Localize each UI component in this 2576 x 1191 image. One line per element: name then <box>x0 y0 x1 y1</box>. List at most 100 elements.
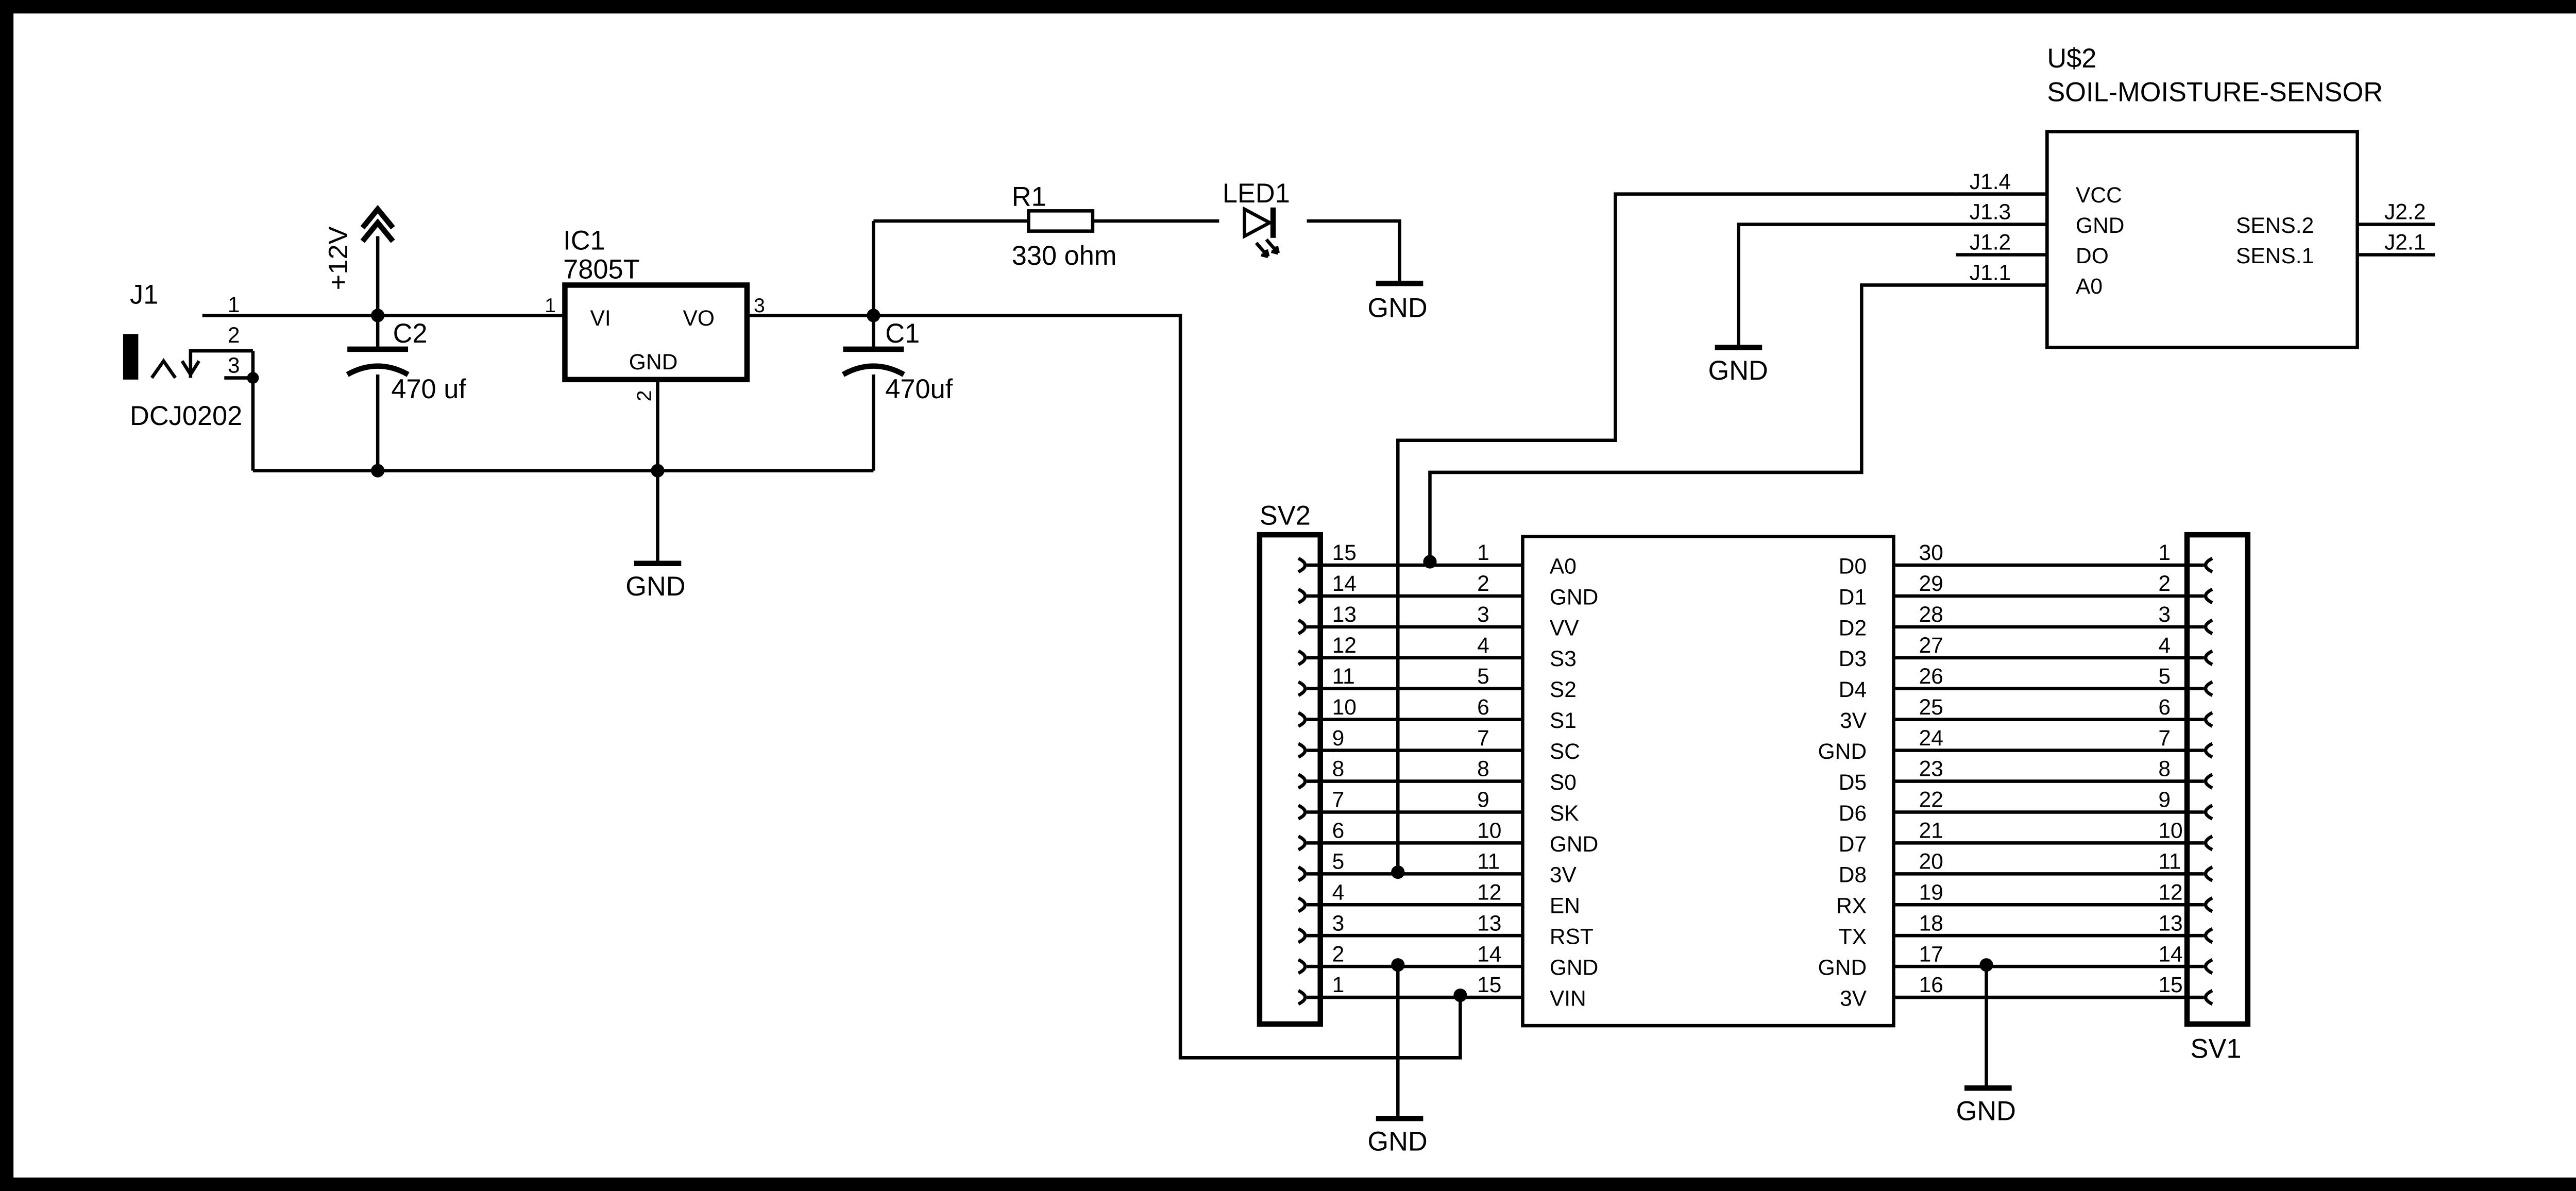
mcu-left-pin-name: VIN <box>1550 986 1586 1011</box>
sv2-pin-notch <box>1297 557 1307 574</box>
mcu-right-pin-number: 26 <box>1919 664 1943 689</box>
sv1-pin-number: 11 <box>2158 849 2181 874</box>
sv1-pin-notch <box>2204 649 2213 666</box>
sv1-pin-number: 7 <box>2158 726 2171 751</box>
gnd-label-regulator: GND <box>625 572 685 602</box>
mcu-left-pin-number: 13 <box>1477 911 1501 935</box>
u2-ref: U$2 <box>2047 44 2096 74</box>
j1-jack-body <box>123 334 139 380</box>
mcu-left-pin-name: SC <box>1550 739 1580 764</box>
mcu-right-pin-name: D7 <box>1839 832 1867 857</box>
sv1-pin-notch <box>2204 896 2213 913</box>
mcu-right-pin-name: D3 <box>1839 646 1867 671</box>
sv1-pin-number: 6 <box>2158 695 2171 720</box>
mcu-left-pin-name: 3V <box>1550 863 1577 888</box>
sv2-pin-number: 4 <box>1332 880 1345 905</box>
sv1-pin-notch <box>2204 804 2213 821</box>
mcu-right-pin-name: 3V <box>1840 708 1867 733</box>
mcu-right-pin-name: D2 <box>1839 616 1867 640</box>
sv2-pin-number: 10 <box>1332 695 1357 720</box>
resistor-r1: R1 330 ohm <box>1012 182 1117 271</box>
c1-ref: C1 <box>885 319 920 349</box>
u2-pin-gnd: GND <box>2076 213 2125 238</box>
u2-pin-do: DO <box>2076 244 2109 268</box>
mcu-left-pin-number: 2 <box>1477 571 1489 596</box>
gnd-symbol-regulator: GND <box>625 560 686 602</box>
mcu-right-pin-name: TX <box>1839 925 1867 949</box>
sv2-pin-notch <box>1297 989 1307 1006</box>
gnd-label-led: GND <box>1367 294 1427 324</box>
sv2-pin-notch <box>1297 680 1307 697</box>
sv1-pin-notch <box>2204 989 2213 1006</box>
mcu-right-pin-name: RX <box>1836 894 1867 918</box>
ic1-gnd: GND <box>629 350 678 375</box>
sv1-ref: SV1 <box>2191 1034 2242 1064</box>
mcu-right-pin-name: D8 <box>1839 863 1867 888</box>
j1-pin2: 2 <box>228 323 240 348</box>
mcu-right-pin-name: GND <box>1818 739 1867 764</box>
led-led1: LED1 <box>1223 179 1290 258</box>
sv1-pin-number: 9 <box>2158 788 2171 812</box>
ic1-vo: VO <box>683 306 715 331</box>
supply-12v-label: +12V <box>324 226 353 290</box>
mcu-right-pin-number: 28 <box>1919 602 1943 627</box>
c2-ref: C2 <box>393 319 428 349</box>
c2-value: 470 uf <box>391 375 466 404</box>
mcu-right-pin-number: 24 <box>1919 726 1943 751</box>
sv1-pin-number: 15 <box>2158 973 2182 997</box>
mcu-left-pin-number: 14 <box>1477 942 1501 966</box>
mcu-right-pin-number: 18 <box>1919 911 1943 935</box>
sv2-pin-notch <box>1297 587 1307 605</box>
mcu-left-pin-name: EN <box>1550 894 1580 918</box>
capacitor-c2: C2 470 uf <box>346 319 466 404</box>
mcu-left-pin-number: 7 <box>1477 726 1489 751</box>
sv1-pin-notch <box>2204 742 2213 759</box>
nodemcu-module: 1A02GND3VV4S35S26S17SC8S09SK10GND113V12E… <box>1477 535 1943 1028</box>
sv2-pin-number: 12 <box>1332 633 1357 658</box>
mcu-left-pin-number: 4 <box>1477 633 1489 658</box>
sv2-pin-notch <box>1297 711 1307 728</box>
mcu-left-pin-number: 1 <box>1477 540 1489 565</box>
sv1-pin-number: 4 <box>2158 633 2171 658</box>
sv2-pin-notch <box>1297 773 1307 790</box>
u2-net-j2-2: J2.2 <box>2384 200 2426 225</box>
mcu-left-pin-name: RST <box>1550 925 1594 949</box>
mcu-left-pin-number: 15 <box>1477 973 1501 997</box>
mcu-left-pin-number: 12 <box>1477 880 1501 905</box>
sv2-pin-number: 2 <box>1332 942 1345 966</box>
mcu-right-pin-number: 30 <box>1919 540 1943 565</box>
sv2-pin-number: 11 <box>1332 664 1355 689</box>
mcu-right-pin-number: 22 <box>1919 788 1943 812</box>
mcu-left-pin-name: S1 <box>1550 708 1577 733</box>
sv1-pin-number: 3 <box>2158 602 2171 627</box>
sv1-pin-number: 8 <box>2158 757 2171 781</box>
sv1-pin-notch <box>2204 711 2213 728</box>
mcu-left-pin-name: GND <box>1550 832 1599 857</box>
sv2-pin-number: 14 <box>1332 571 1357 596</box>
mcu-left-pin-name: SK <box>1550 801 1579 826</box>
ic1-value: 7805T <box>563 254 639 284</box>
sv2-pin-number: 13 <box>1332 602 1357 627</box>
soil-moisture-sensor-u2: U$2 SOIL-MOISTURE-SENSOR J1.4 J1.3 J1.2 … <box>1970 44 2426 349</box>
sv2-pin-notch <box>1297 896 1307 913</box>
r1-value: 330 ohm <box>1012 241 1117 271</box>
gnd-symbol-led: GND <box>1367 280 1428 324</box>
j1-pin1: 1 <box>228 293 240 317</box>
mcu-right-pin-number: 25 <box>1919 695 1943 720</box>
mcu-right-pin-number: 21 <box>1919 819 1943 843</box>
sv2-pin-notch <box>1297 804 1307 821</box>
mcu-right-pin-number: 29 <box>1919 571 1943 596</box>
gnd-label-sensor: GND <box>1708 356 1768 386</box>
ic1-pin1: 1 <box>545 294 556 317</box>
sv2-ref: SV2 <box>1260 501 1311 531</box>
u2-net-j1-2: J1.2 <box>1970 230 2011 255</box>
mcu-right-pin-name: D0 <box>1839 554 1867 579</box>
mcu-right-pin-name: D5 <box>1839 770 1867 795</box>
sv1-pin-notch <box>2204 958 2213 975</box>
j1-pin3: 3 <box>228 353 240 378</box>
gnd-label-sv1: GND <box>1956 1096 2016 1126</box>
u2-pin-sens1: SENS.1 <box>2236 244 2314 268</box>
